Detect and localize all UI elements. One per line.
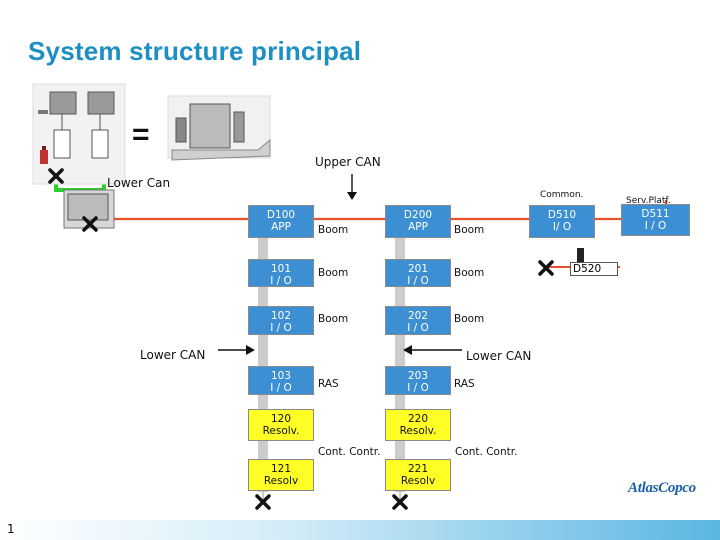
node-120: 120 Resolv.: [248, 409, 314, 441]
node-id: D510: [547, 209, 577, 221]
node-tag: RAS: [454, 378, 475, 390]
column1-stub-bottom: [262, 490, 264, 502]
arrow-down-icon: [347, 192, 357, 200]
node-tag: Boom: [454, 224, 485, 236]
node-sub: APP: [408, 221, 428, 233]
node-102: 102 I / O: [248, 306, 314, 335]
node-121: 121 Resolv: [248, 459, 314, 491]
node-tag: RAS: [318, 378, 339, 390]
terminator-x-icon: [48, 168, 64, 184]
node-d510: D510 I/ O: [529, 205, 595, 238]
footer-bar: [0, 520, 720, 540]
lower-can-right-label: Lower CAN: [466, 349, 532, 363]
node-sub: I / O: [270, 275, 292, 287]
node-sub: Resolv: [263, 475, 299, 487]
terminator-x-icon: [538, 260, 554, 276]
node-id: 121: [270, 463, 292, 475]
node-d520: D520: [570, 262, 618, 276]
node-sub: I / O: [407, 382, 429, 394]
node-id: 220: [407, 413, 429, 425]
node-d511: D511 I / O: [621, 204, 690, 236]
node-sub: I / O: [407, 322, 429, 334]
node-sub: I / O: [270, 322, 292, 334]
arrow-right-icon: [246, 345, 255, 355]
node-101: 101 I / O: [248, 259, 314, 287]
node-103: 103 I / O: [248, 366, 314, 395]
node-id: 120: [270, 413, 292, 425]
node-d100: D100 APP: [248, 205, 314, 238]
terminator-x-icon: [255, 494, 271, 510]
arrow-left-icon: [403, 345, 412, 355]
node-id: 103: [270, 370, 292, 382]
column2-stub-bottom: [399, 490, 401, 502]
node-tag: Boom: [318, 267, 349, 279]
node-tag: Boom: [454, 313, 485, 325]
page-number: 1: [7, 522, 15, 536]
node-tag: Boom: [318, 224, 349, 236]
column2-stub: [395, 218, 405, 492]
node-id: D200: [403, 209, 433, 221]
node-sub: I/ O: [552, 221, 572, 233]
page-title: System structure principal: [28, 36, 362, 66]
serv-platf-label: Serv.Platf.: [626, 196, 671, 206]
node-d200: D200 APP: [385, 205, 451, 238]
node-id: 221: [407, 463, 429, 475]
lower-can-left-label: Lower CAN: [140, 348, 206, 362]
lower-can-top-label: Lower Can: [107, 176, 171, 190]
node-sub: I / O: [407, 275, 429, 287]
rig-sketch-icon: [32, 83, 126, 229]
upper-can-label: Upper CAN: [315, 155, 381, 169]
terminator-x-icon: [392, 494, 408, 510]
column1-stub: [258, 218, 268, 492]
node-tag: Boom: [454, 267, 485, 279]
node-id: 201: [407, 263, 429, 275]
node-sub: I / O: [644, 220, 667, 232]
node-220: 220 Resolv.: [385, 409, 451, 441]
d520-stub: [577, 248, 584, 264]
atlas-copco-logo: AtlasCopco: [628, 480, 696, 496]
node-202: 202 I / O: [385, 306, 451, 335]
node-tag: Cont. Contr.: [318, 446, 381, 458]
node-203: 203 I / O: [385, 366, 451, 395]
node-id: D511: [641, 208, 670, 220]
node-201: 201 I / O: [385, 259, 451, 287]
node-sub: Resolv.: [262, 425, 300, 437]
equals-sign: =: [132, 118, 150, 151]
node-id: 102: [270, 310, 292, 322]
node-id: 203: [407, 370, 429, 382]
terminator-x-icon: [82, 216, 98, 232]
node-sub: Resolv.: [399, 425, 437, 437]
node-sub: APP: [271, 221, 291, 233]
node-tag: Boom: [318, 313, 349, 325]
common-label: Common.: [540, 190, 584, 200]
node-sub: I / O: [270, 382, 292, 394]
node-id: 202: [407, 310, 429, 322]
node-221: 221 Resolv: [385, 459, 451, 491]
rig-overview-icon: [167, 95, 271, 161]
node-tag: Cont. Contr.: [455, 446, 518, 458]
node-sub: Resolv: [400, 475, 436, 487]
node-id: D100: [266, 209, 296, 221]
node-id: 101: [270, 263, 292, 275]
